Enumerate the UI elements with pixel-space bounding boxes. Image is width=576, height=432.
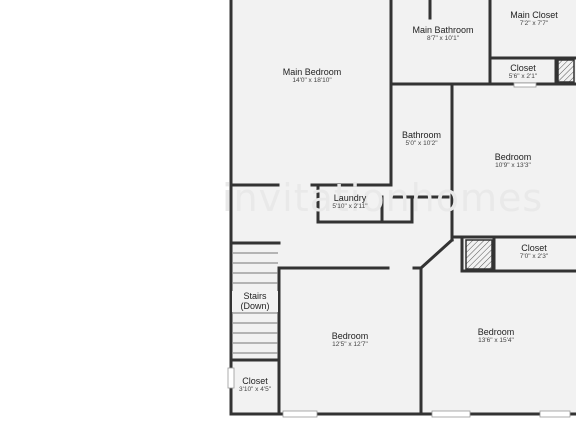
room-name: Closet: [510, 63, 536, 73]
room-stairs: Stairs (Down): [232, 291, 278, 312]
hatched-shaft-top: [557, 59, 575, 83]
room-dims: 14'0" x 18'10": [292, 77, 332, 85]
room-dims: 5'6" x 2'1": [508, 73, 538, 81]
room-name: Laundry: [333, 193, 367, 203]
hatched-shaft-mid: [465, 239, 493, 270]
room-closet-mid: Closet 7'0" x 2'3": [496, 243, 572, 261]
room-name: Bedroom: [494, 152, 532, 162]
room-dims: 13'6" x 15'4": [478, 337, 514, 345]
room-dims: 3'10" x 4'5": [238, 386, 272, 394]
room-dims: 10'9" x 13'3": [495, 162, 531, 170]
room-name: Stairs: [243, 291, 267, 301]
room-dims: 5'0" x 10'2": [405, 140, 438, 148]
room-main-bathroom: Main Bathroom 8'7" x 10'1": [400, 25, 486, 43]
room-name: Closet: [242, 376, 268, 386]
room-name: Closet: [521, 243, 547, 253]
room-main-bedroom: Main Bedroom 14'0" x 18'10": [262, 67, 362, 85]
room-closet-bottom: Closet 3'10" x 4'5": [232, 376, 278, 394]
room-name: Main Bathroom: [412, 25, 474, 35]
room-name: Bedroom: [477, 327, 515, 337]
room-name: Main Closet: [510, 10, 558, 20]
windows: [227, 82, 571, 418]
room-sub: (Down): [240, 301, 270, 312]
floor-area: [231, 0, 576, 414]
room-dims: 12'5" x 12'7": [332, 341, 368, 349]
room-name: Main Bedroom: [282, 67, 342, 77]
watermark: invitationhomes: [222, 176, 544, 220]
room-bedroom-right: Bedroom 10'9" x 13'3": [468, 152, 558, 170]
room-name: Bathroom: [401, 130, 442, 140]
room-laundry: Laundry 5'10" x 2'11": [320, 193, 380, 211]
room-bedroom-bottom-right: Bedroom 13'6" x 15'4": [446, 327, 546, 345]
room-name: Bedroom: [331, 331, 369, 341]
room-main-closet: Main Closet 7'2" x 7'7": [494, 10, 574, 28]
room-bedroom-bottom-left: Bedroom 12'5" x 12'7": [300, 331, 400, 349]
room-dims: 7'0" x 2'3": [519, 253, 549, 261]
room-dims: 8'7" x 10'1": [426, 35, 460, 43]
room-dims: 7'2" x 7'7": [519, 20, 549, 28]
stair-treads: [233, 252, 278, 354]
room-bathroom: Bathroom 5'0" x 10'2": [393, 130, 450, 148]
walls: [229, 0, 576, 416]
room-dims: 5'10" x 2'11": [332, 203, 368, 211]
room-closet-top: Closet 5'6" x 2'1": [492, 63, 554, 81]
